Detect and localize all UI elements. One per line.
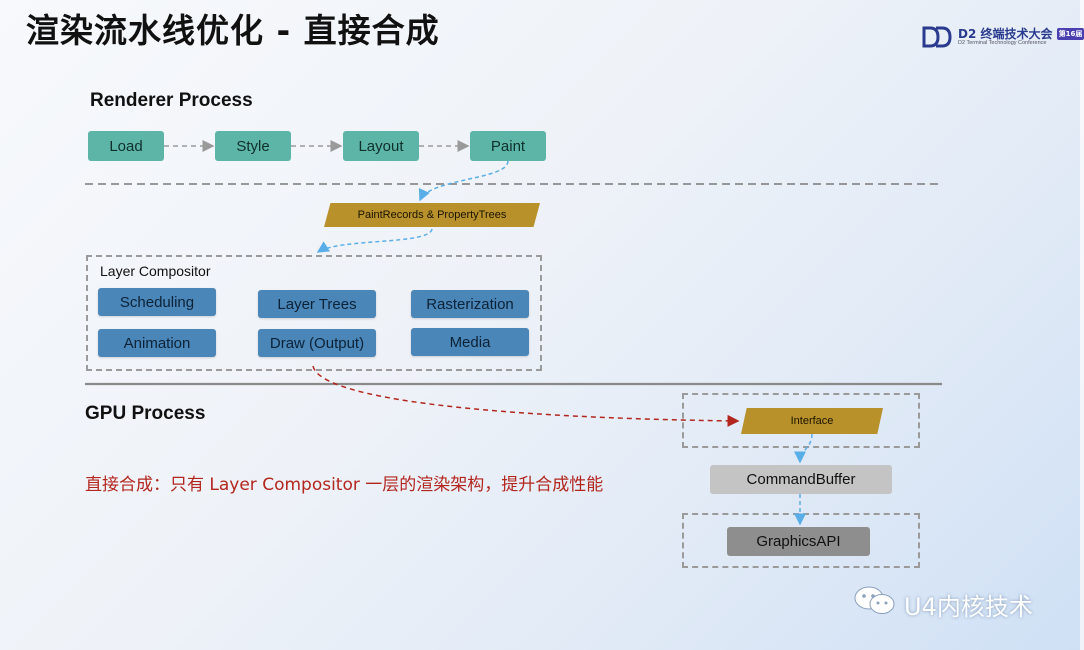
paint-records-box: PaintRecords & PropertyTrees <box>324 203 540 227</box>
module-animation: Animation <box>98 329 216 357</box>
interface-box: Interface <box>741 408 883 434</box>
arrow-records-compositor <box>316 228 433 253</box>
wechat-icon <box>854 586 895 614</box>
layer-compositor-label: Layer Compositor <box>100 263 211 279</box>
stage-layout: Layout <box>343 131 419 161</box>
logo-badge: 第16届 <box>1056 28 1084 40</box>
logo-sub-text: D2 Terminal Technology Conference <box>958 40 1047 46</box>
logo-main-text: D2 终端技术大会 第16届 <box>958 27 1084 41</box>
arrow-paint-records <box>418 160 509 202</box>
direct-compositing-note: 直接合成：只有 Layer Compositor 一层的渲染架构，提升合成性能 <box>85 475 604 495</box>
arrow-draw-interface <box>312 365 740 427</box>
stage-paint: Paint <box>470 131 546 161</box>
module-draw-output: Draw (Output) <box>258 329 376 357</box>
gpu-process-label: GPU Process <box>85 403 206 424</box>
stage-load: Load <box>88 131 164 161</box>
watermark-text: U4内核技术 <box>904 593 1033 621</box>
d2-logo-icon <box>922 26 952 48</box>
slide-title: 渲染流水线优化 - 直接合成 <box>26 11 440 50</box>
module-media: Media <box>411 328 529 356</box>
stage-style: Style <box>215 131 291 161</box>
graphics-api-box: GraphicsAPI <box>727 527 870 556</box>
command-buffer-box: CommandBuffer <box>710 465 892 494</box>
renderer-process-label: Renderer Process <box>90 90 253 111</box>
conference-logo: D2 终端技术大会 第16届 D2 Terminal Technology Co… <box>922 25 1084 51</box>
module-scheduling: Scheduling <box>98 288 216 316</box>
module-layer-trees: Layer Trees <box>258 290 376 318</box>
module-rasterization: Rasterization <box>411 290 529 318</box>
